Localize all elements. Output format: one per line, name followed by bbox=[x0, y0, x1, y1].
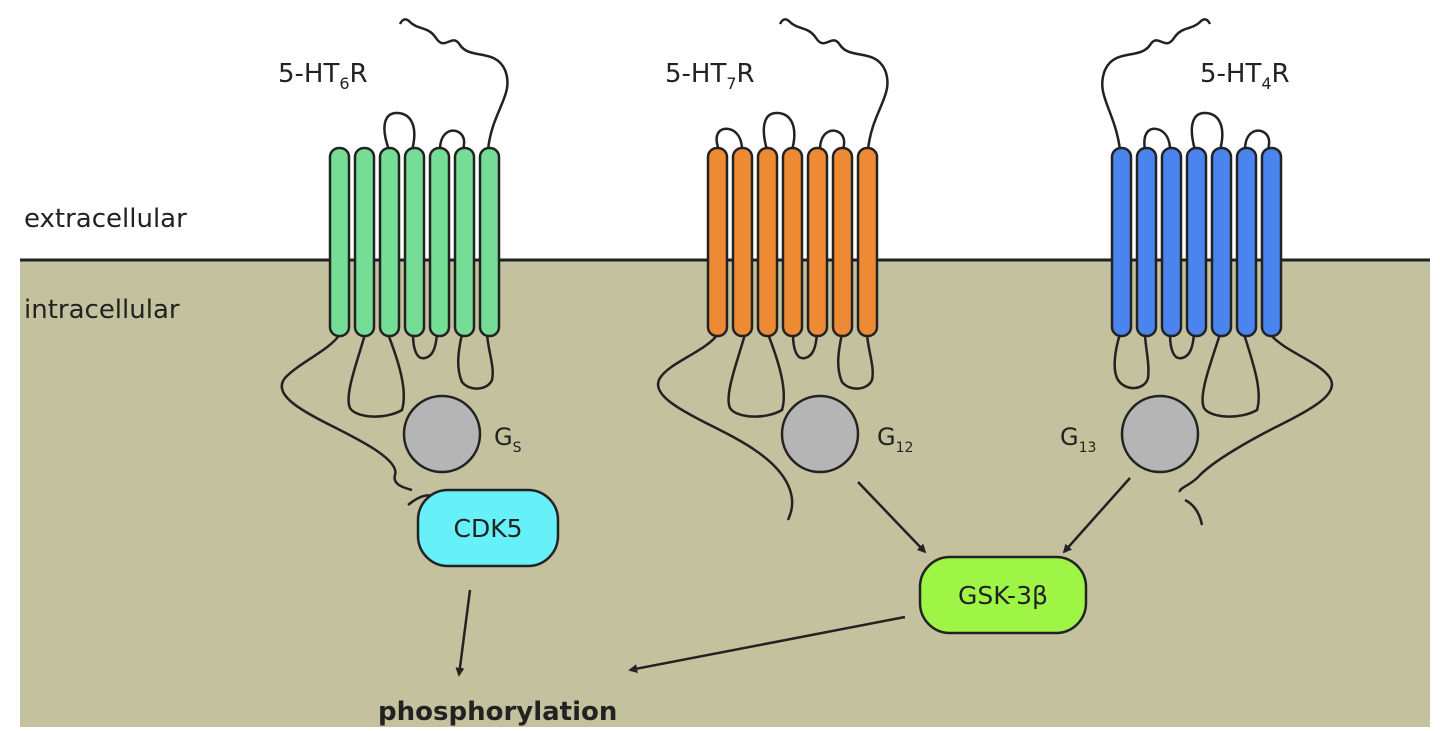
g-protein-gs-label: GS bbox=[494, 423, 522, 456]
g-protein-g13: G13 bbox=[1060, 394, 1200, 474]
helix bbox=[378, 146, 401, 338]
kinase-cdk5-label: CDK5 bbox=[453, 514, 522, 543]
g-protein-g12: G12 bbox=[780, 394, 913, 474]
helix bbox=[353, 146, 376, 338]
receptor-5-ht6r-label: 5-HT6R bbox=[278, 59, 368, 93]
receptor-5-ht7r-loops-top bbox=[715, 111, 846, 151]
g-protein-g13-circle bbox=[1120, 394, 1200, 474]
helix bbox=[1160, 146, 1183, 338]
helix bbox=[478, 146, 501, 338]
receptor-5-ht4r-c-tail bbox=[1184, 498, 1204, 526]
kinase-gsk3b-label: GSK-3β bbox=[958, 581, 1048, 610]
arrow-gsk3b-to-phosphorylation bbox=[628, 615, 906, 674]
helix bbox=[806, 146, 829, 338]
receptor-5-ht4r: 5-HT4R bbox=[1100, 18, 1334, 526]
helix bbox=[1110, 146, 1133, 338]
g-protein-g12-circle bbox=[780, 394, 860, 474]
arrow-cdk5-to-phosphorylation bbox=[455, 589, 472, 677]
receptor-5-ht7r-loops-bottom bbox=[656, 333, 874, 521]
g-protein-gs-circle bbox=[402, 394, 482, 474]
helix bbox=[403, 146, 426, 338]
receptor-5-ht4r-helices bbox=[1110, 146, 1283, 338]
helix bbox=[706, 146, 729, 338]
kinase-gsk3b: GSK-3β bbox=[918, 555, 1088, 635]
helix bbox=[731, 146, 754, 338]
helix bbox=[428, 146, 451, 338]
receptor-5-ht6r-loops-bottom bbox=[280, 333, 494, 492]
helix bbox=[1135, 146, 1158, 338]
helix bbox=[1260, 146, 1283, 338]
receptor-5-ht4r-n-terminus bbox=[1100, 18, 1212, 151]
g-protein-g13-label: G13 bbox=[1060, 423, 1096, 456]
kinase-cdk5: CDK5 bbox=[416, 488, 560, 568]
receptor-5-ht6r-loops-top bbox=[383, 111, 466, 151]
helix bbox=[328, 146, 351, 338]
helix bbox=[1210, 146, 1233, 338]
receptor-5-ht7r-n-terminus bbox=[778, 18, 889, 151]
phosphorylation-label: phosphorylation bbox=[378, 697, 617, 727]
g-protein-gs: GS bbox=[402, 394, 522, 474]
kinase-gsk3b-box bbox=[918, 555, 1088, 635]
receptor-5-ht4r-loops-top bbox=[1143, 111, 1271, 151]
intracellular-label: intracellular bbox=[24, 295, 180, 325]
receptor-5-ht6r: 5-HT6R bbox=[278, 18, 509, 506]
extracellular-label: extracellular bbox=[24, 204, 187, 234]
receptor-5-ht7r-label: 5-HT7R bbox=[665, 59, 755, 93]
helix bbox=[1185, 146, 1208, 338]
receptor-5-ht4r-label: 5-HT4R bbox=[1200, 59, 1290, 93]
helix bbox=[756, 146, 779, 338]
kinase-cdk5-box bbox=[416, 488, 560, 568]
arrow-g12-to-gsk3b bbox=[857, 481, 927, 554]
receptor-5-ht7r-helices bbox=[706, 146, 879, 338]
arrow-g13-to-gsk3b bbox=[1062, 477, 1131, 554]
helix bbox=[1235, 146, 1258, 338]
intracellular-region bbox=[20, 260, 1430, 727]
helix bbox=[831, 146, 854, 338]
helix bbox=[453, 146, 476, 338]
receptor-5-ht6r-helices bbox=[328, 146, 501, 338]
receptor-5-ht6r-n-terminus bbox=[398, 18, 509, 151]
g-protein-g12-label: G12 bbox=[877, 423, 913, 456]
helix bbox=[781, 146, 804, 338]
helix bbox=[856, 146, 879, 338]
receptor-5-ht7r: 5-HT7R bbox=[656, 18, 889, 521]
receptor-5-ht4r-loops-bottom bbox=[1113, 333, 1334, 493]
